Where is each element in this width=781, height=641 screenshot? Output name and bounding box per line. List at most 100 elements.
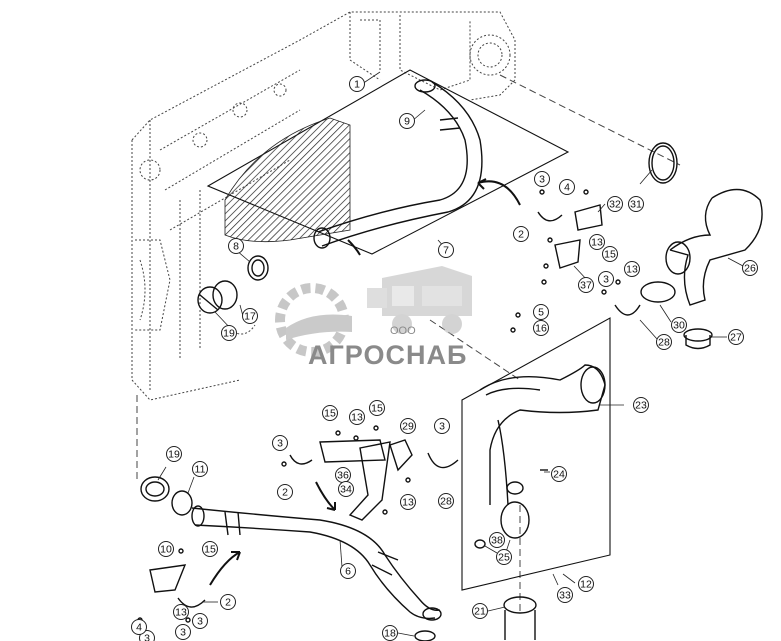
- callout-33: 33: [557, 587, 573, 603]
- watermark-company-name: АГРОСНАБ: [308, 340, 467, 370]
- callout-label: 15: [204, 544, 216, 556]
- callout-4: 4: [559, 179, 575, 195]
- callout-label: 2: [225, 597, 231, 609]
- callout-3: 3: [598, 271, 614, 287]
- callout-label: 3: [197, 616, 203, 628]
- callout-label: 10: [160, 544, 172, 556]
- callout-34: 34: [338, 481, 354, 497]
- callout-label: 25: [498, 552, 510, 564]
- callout-label: 38: [491, 535, 503, 547]
- callout-label: 28: [658, 337, 670, 349]
- callout-31: 31: [628, 196, 644, 212]
- callout-label: 19: [223, 328, 235, 340]
- callout-16: 16: [533, 320, 549, 336]
- callout-24: 24: [551, 466, 567, 482]
- callout-label: 30: [673, 320, 685, 332]
- callout-6: 6: [340, 563, 356, 579]
- callout-label: 23: [635, 400, 647, 412]
- callout-label: 5: [538, 307, 544, 319]
- callout-15: 15: [369, 400, 385, 416]
- upper-assembly-frame: [206, 69, 570, 255]
- callout-13: 13: [400, 494, 416, 510]
- callout-label: 19: [168, 449, 180, 461]
- callout-12: 12: [578, 576, 594, 592]
- callout-30: 30: [671, 317, 687, 333]
- callout-18: 18: [382, 625, 398, 641]
- callout-13: 13: [173, 604, 189, 620]
- callout-28: 28: [438, 493, 454, 509]
- callout-26: 26: [742, 260, 758, 276]
- hose-9: [313, 79, 483, 249]
- callout-38: 38: [489, 532, 505, 548]
- callout-label: 3: [439, 421, 445, 433]
- callout-2: 2: [277, 484, 293, 500]
- callout-17: 17: [242, 308, 258, 324]
- callout-13: 13: [589, 234, 605, 250]
- flow-arrows: [209, 178, 521, 586]
- upper-left-clamps: [197, 255, 269, 335]
- middle-brackets: [281, 425, 459, 521]
- callout-label: 13: [402, 497, 414, 509]
- callout-label: 11: [195, 464, 206, 476]
- brackets-upper-right: [510, 189, 641, 333]
- callout-label: 16: [535, 323, 547, 335]
- callout-label: 12: [580, 579, 592, 591]
- callout-19: 19: [221, 325, 237, 341]
- callout-label: 4: [136, 622, 142, 634]
- callout-23: 23: [633, 397, 649, 413]
- callout-label: 3: [539, 174, 545, 186]
- callout-32: 32: [607, 196, 623, 212]
- callout-15: 15: [602, 246, 618, 262]
- callout-19: 19: [166, 446, 182, 462]
- callout-label: 27: [730, 332, 742, 344]
- callout-label: 2: [518, 229, 524, 241]
- callout-label: 15: [371, 403, 383, 415]
- callout-11: 11: [192, 461, 208, 477]
- callout-label: 17: [244, 311, 256, 323]
- callout-10: 10: [158, 541, 174, 557]
- charge-pipe-26: [640, 142, 763, 350]
- watermark-company-prefix: ООО: [390, 325, 416, 337]
- callout-8: 8: [228, 238, 244, 254]
- callout-label: 3: [277, 438, 283, 450]
- callout-label: 8: [233, 241, 239, 253]
- callout-13: 13: [624, 261, 640, 277]
- callout-label: 24: [553, 469, 565, 481]
- callout-label: 15: [604, 249, 616, 261]
- callout-label: 13: [591, 237, 603, 249]
- callout-21: 21: [472, 603, 488, 619]
- callout-label: 37: [580, 280, 592, 292]
- callout-label: 33: [559, 590, 571, 602]
- callout-label: 21: [474, 606, 486, 618]
- callout-label: 3: [144, 633, 150, 641]
- callout-label: 3: [180, 627, 186, 639]
- callout-label: 4: [564, 182, 570, 194]
- callout-29: 29: [400, 418, 416, 434]
- callout-36: 36: [335, 467, 351, 483]
- callout-label: 29: [402, 421, 414, 433]
- callout-4: 4: [131, 619, 147, 635]
- callout-3: 3: [272, 435, 288, 451]
- callout-label: 31: [630, 199, 642, 211]
- callout-9: 9: [399, 113, 415, 129]
- callout-3: 3: [534, 171, 550, 187]
- callout-15: 15: [202, 541, 218, 557]
- callout-label: 13: [351, 412, 363, 424]
- callout-15: 15: [322, 405, 338, 421]
- callout-label: 6: [345, 566, 351, 578]
- callout-3: 3: [434, 418, 450, 434]
- callout-2: 2: [220, 594, 236, 610]
- pipe-6: [140, 476, 442, 621]
- callout-label: 9: [404, 116, 410, 128]
- callout-label: 15: [324, 408, 336, 420]
- callout-label: 34: [340, 484, 352, 496]
- callout-label: 26: [744, 263, 756, 275]
- callout-label: 13: [175, 607, 187, 619]
- callout-label: 32: [609, 199, 621, 211]
- callout-label: 13: [626, 264, 638, 276]
- callout-label: 1: [354, 79, 360, 91]
- callout-label: 36: [337, 470, 349, 482]
- callout-label: 2: [282, 487, 288, 499]
